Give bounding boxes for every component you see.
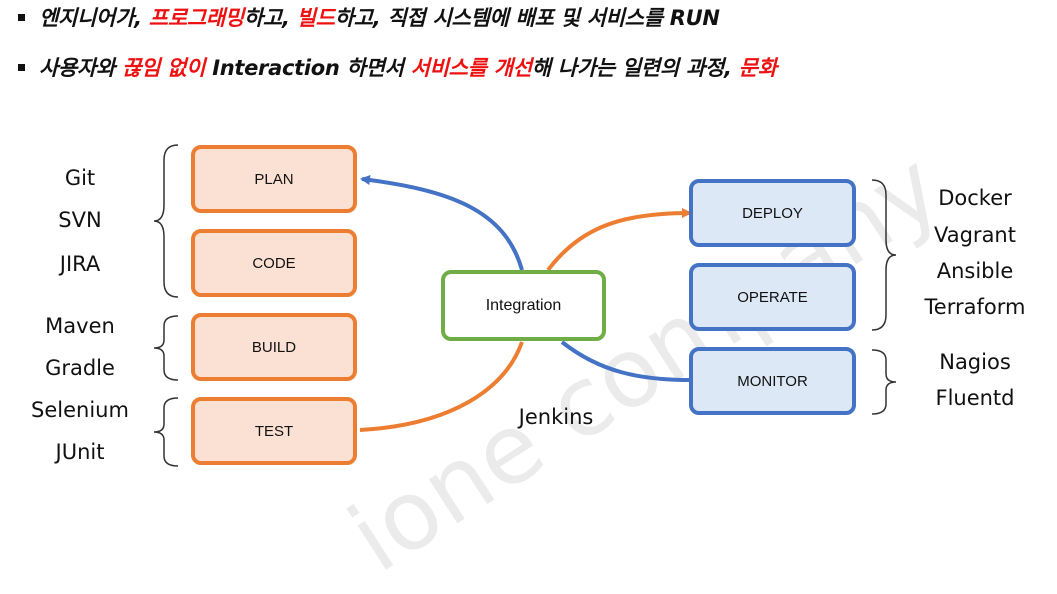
highlight-text: 프로그래밍 (148, 6, 244, 30)
arrow-integration-to-deploy (546, 208, 692, 272)
tool-jira: JIRA (59, 252, 101, 276)
test-box: TEST (191, 397, 357, 465)
arrow-integration-to-plan (360, 175, 524, 271)
body-text: Interaction 하면서 (212, 56, 411, 80)
diagram-connectors (153, 144, 897, 467)
tool-terraform: Terraform (924, 295, 1026, 319)
body-text: 하고, 직접 시스템에 배포 및 서비스를 RUN (334, 6, 720, 30)
brace-plan-code (153, 144, 179, 298)
tool-fluentd: Fluentd (935, 386, 1015, 410)
body-text: 사용자와 (39, 56, 123, 80)
build-box: BUILD (191, 313, 357, 381)
plan-box: PLAN (191, 145, 357, 213)
brace-test (153, 397, 179, 467)
monitor-box: MONITOR (689, 347, 856, 415)
highlight-text: 빌드 (296, 6, 335, 30)
tool-git: Git (64, 166, 96, 190)
bullet-square-icon (18, 13, 25, 21)
bullet-line-1: 엔지니어가, 프로그래밍하고, 빌드하고, 직접 시스템에 배포 및 서비스를 … (18, 2, 720, 32)
tool-nagios: Nagios (939, 350, 1011, 374)
tool-svn: SVN (58, 208, 102, 232)
line-integration-to-monitor (560, 340, 691, 382)
body-text: 엔지니어가, (39, 6, 149, 30)
tool-docker: Docker (938, 186, 1012, 210)
tool-gradle: Gradle (45, 356, 115, 380)
tool-junit: JUnit (55, 440, 105, 464)
operate-box: OPERATE (689, 263, 856, 331)
bullet-square-icon (18, 63, 25, 71)
highlight-text: 문화 (738, 56, 777, 80)
brace-deploy-operate (871, 179, 897, 331)
bullet-1-text: 엔지니어가, 프로그래밍하고, 빌드하고, 직접 시스템에 배포 및 서비스를 … (39, 6, 720, 30)
bullet-line-2: 사용자와 끊임 없이 Interaction 하면서 서비스를 개선해 나가는 … (18, 52, 777, 82)
bullet-2-text: 사용자와 끊임 없이 Interaction 하면서 서비스를 개선해 나가는 … (39, 56, 777, 80)
line-test-to-integration (359, 341, 524, 432)
brace-monitor (871, 349, 897, 415)
body-text: 해 나가는 일련의 과정, (531, 56, 739, 80)
tool-maven: Maven (45, 314, 115, 338)
tool-selenium: Selenium (31, 398, 129, 422)
highlight-text: 서비스를 개선 (410, 56, 532, 80)
tool-jenkins: Jenkins (518, 405, 594, 429)
code-box: CODE (191, 229, 357, 297)
deploy-box: DEPLOY (689, 179, 856, 247)
integration-box: Integration (441, 270, 606, 341)
body-text: 하고, (243, 6, 297, 30)
brace-build (153, 315, 179, 381)
tool-ansible: Ansible (936, 259, 1014, 283)
tool-vagrant: Vagrant (934, 223, 1016, 247)
highlight-text: 끊임 없이 (122, 56, 213, 80)
